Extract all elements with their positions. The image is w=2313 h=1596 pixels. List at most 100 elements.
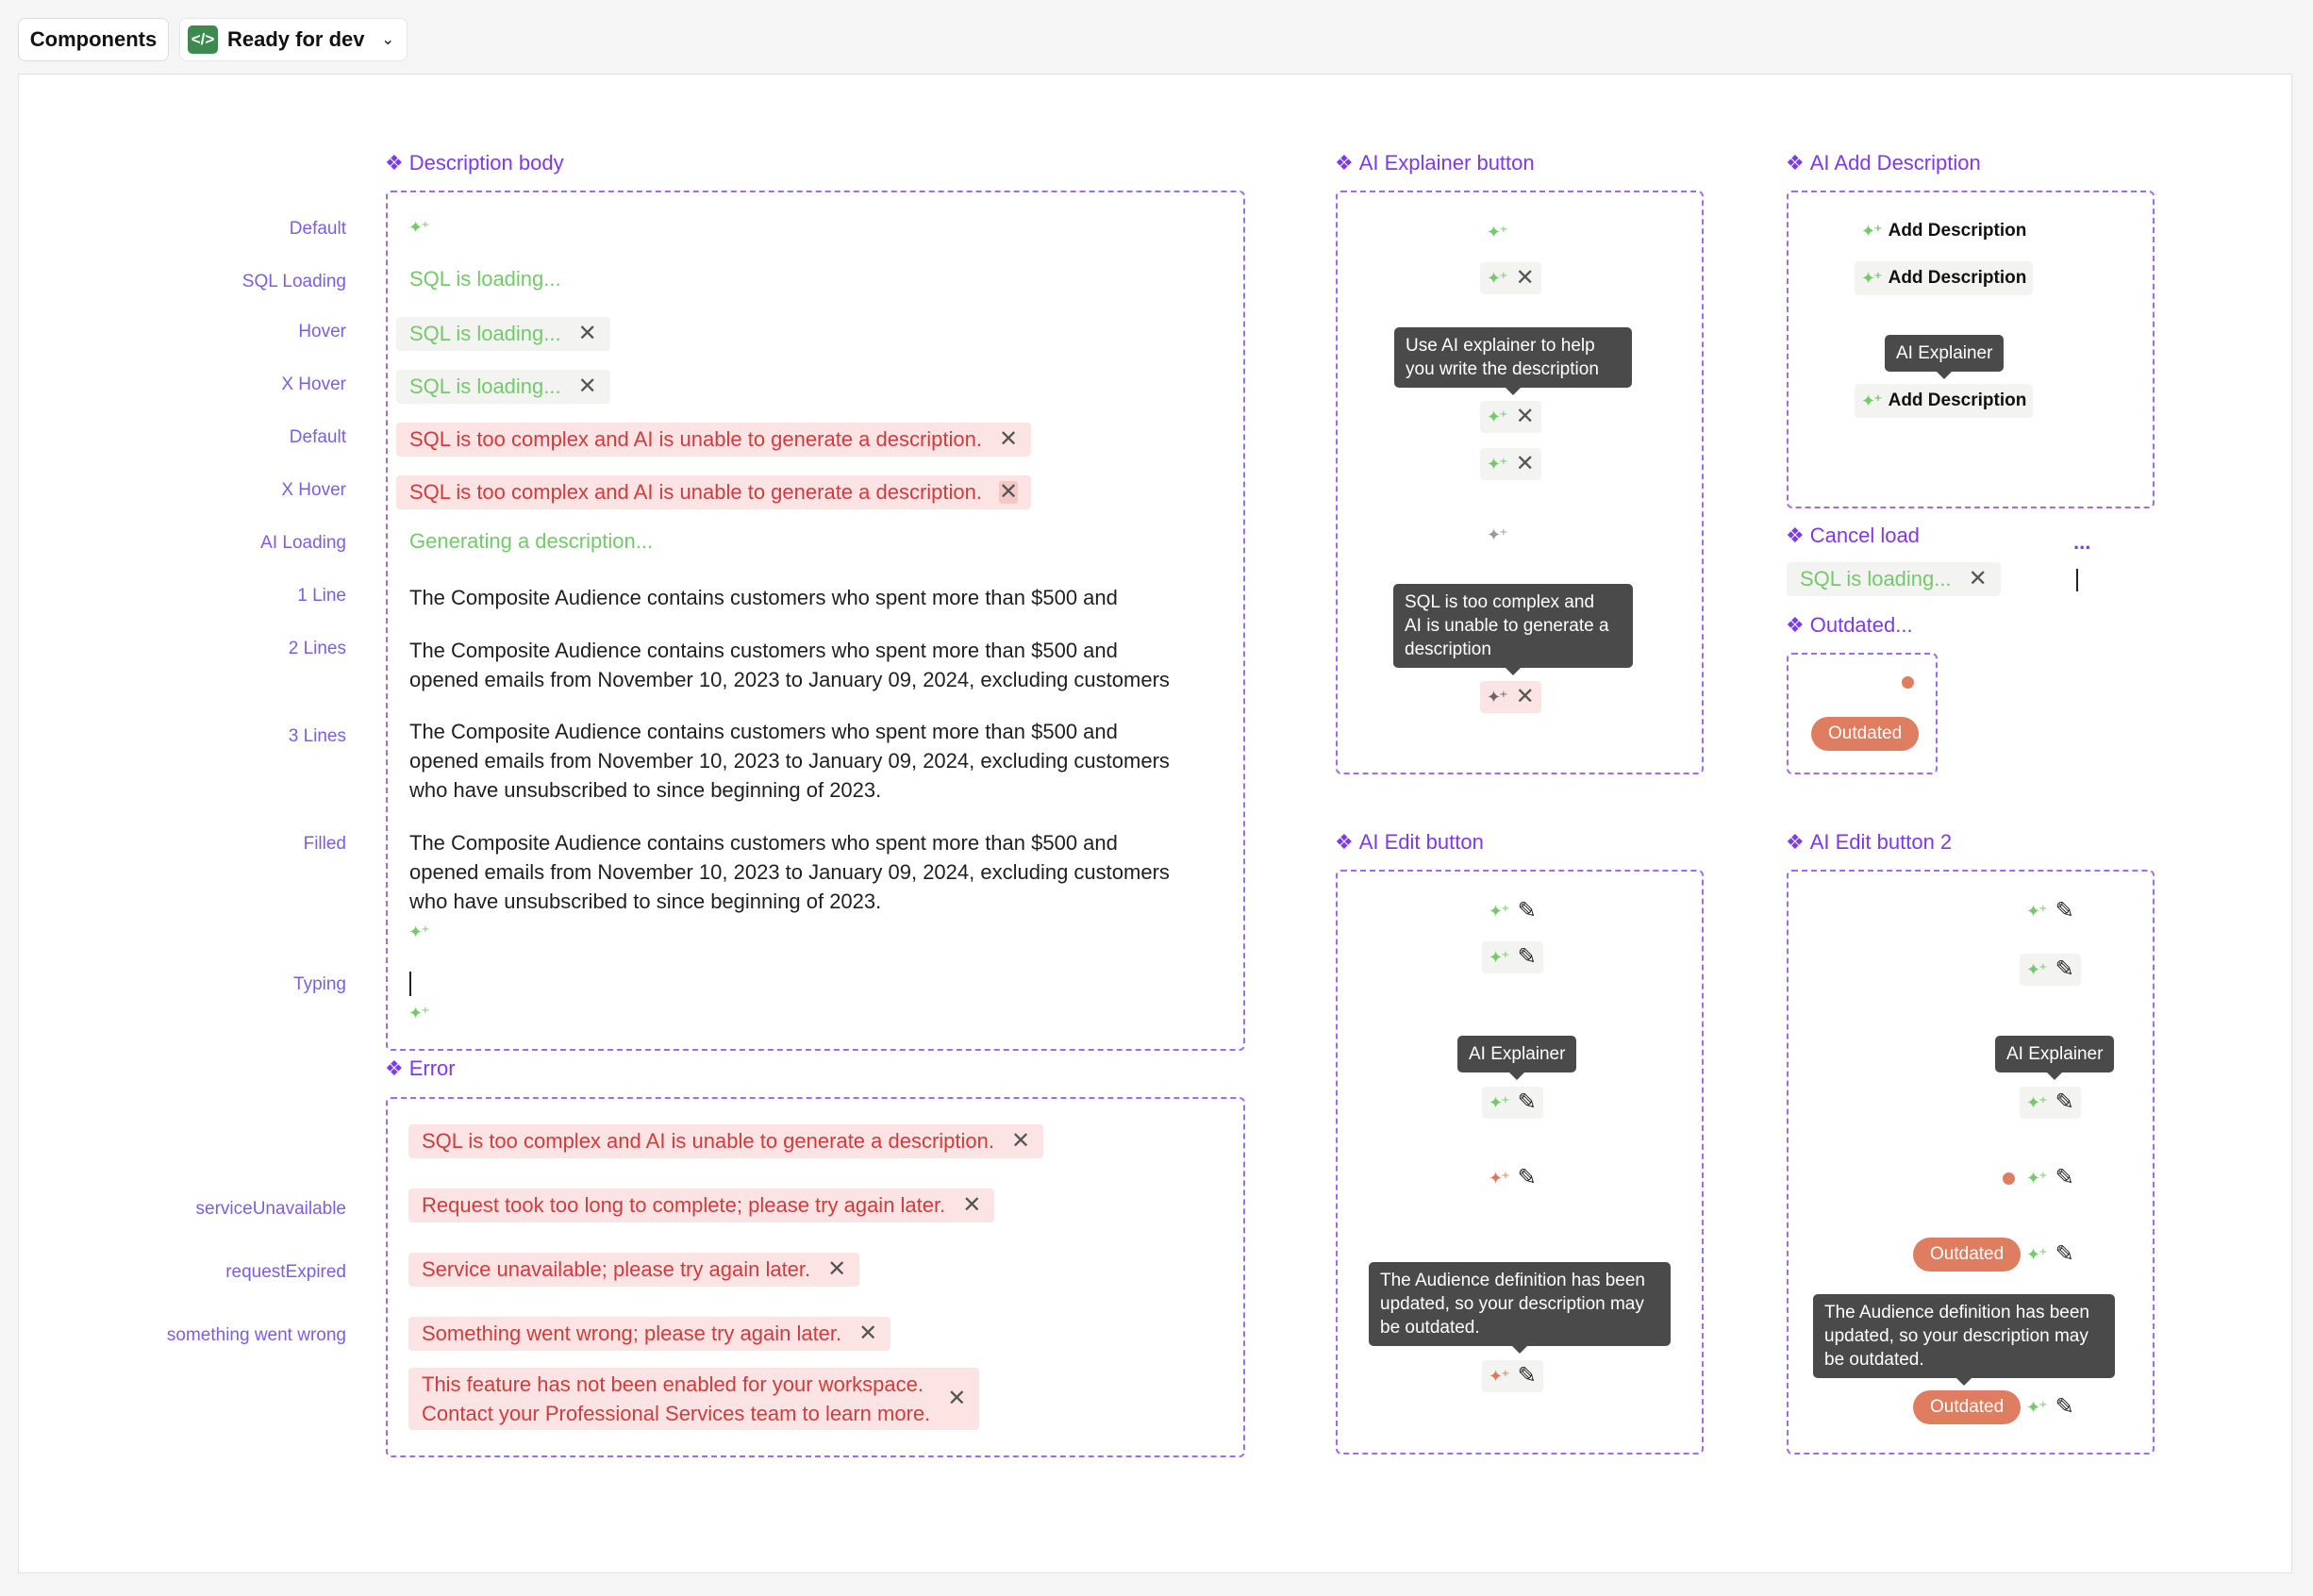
- close-icon[interactable]: ✕: [858, 1321, 878, 1346]
- cancel-load-pill[interactable]: SQL is loading... ✕: [1787, 562, 2001, 596]
- ai-edit-hover[interactable]: ✦⁺ ✎: [1482, 941, 1543, 973]
- pencil-icon[interactable]: ✎: [1517, 898, 1537, 923]
- ai-edit-outdated[interactable]: ✦⁺ ✎: [1482, 1162, 1543, 1194]
- ai-edit-outdated-tooltip-state[interactable]: ✦⁺ ✎: [1482, 1360, 1543, 1392]
- row-label-ai-loading: AI Loading: [260, 533, 346, 553]
- component-diamond-icon: ❖: [1786, 151, 1805, 175]
- row-label-1-line: 1 Line: [297, 586, 346, 606]
- ai-explainer-x-hover[interactable]: ✦⁺ ✕: [1480, 448, 1541, 480]
- sparkle-icon: ✦⁺: [1489, 1169, 1510, 1188]
- section-title-ai-explainer-button: ❖ AI Explainer button: [1335, 151, 1535, 175]
- section-title-ai-edit-button: ❖ AI Edit button: [1335, 830, 1484, 854]
- sparkle-icon: ✦⁺: [2026, 1398, 2048, 1417]
- component-diamond-icon: ❖: [1335, 830, 1354, 854]
- add-description-hover[interactable]: ✦⁺ Add Description: [1855, 261, 2034, 295]
- close-icon[interactable]: ✕: [1515, 451, 1535, 476]
- tooltip-explainer-help: Use AI explainer to help you write the d…: [1394, 327, 1632, 395]
- ai-sparkle-button-typing[interactable]: ✦⁺: [408, 1005, 430, 1022]
- row-label-sql-loading: SQL Loading: [241, 272, 346, 291]
- code-icon: </>: [188, 25, 218, 54]
- text-cursor: [409, 972, 411, 996]
- ai-sparkle-button[interactable]: ✦⁺: [408, 219, 430, 236]
- pencil-icon[interactable]: ✎: [2055, 1394, 2074, 1420]
- close-icon[interactable]: ✕: [1515, 404, 1535, 429]
- sql-complex-error-x-hover: SQL is too complex and AI is unable to g…: [396, 475, 1032, 509]
- description-3-lines: The Composite Audience contains customer…: [409, 720, 1170, 802]
- section-title-ai-add-description: ❖ AI Add Description: [1786, 151, 1981, 175]
- close-icon[interactable]: ✕: [999, 479, 1019, 505]
- pencil-icon[interactable]: ✎: [1517, 944, 1537, 970]
- close-icon[interactable]: ✕: [999, 426, 1019, 452]
- ai-edit-2-hover[interactable]: ✦⁺ ✎: [2020, 954, 2081, 986]
- close-icon[interactable]: ✕: [947, 1386, 967, 1411]
- pencil-icon[interactable]: ✎: [2055, 1165, 2074, 1190]
- description-filled: The Composite Audience contains customer…: [409, 831, 1170, 913]
- sql-loading-x-hover[interactable]: SQL is loading... ✕: [396, 370, 610, 404]
- sparkle-icon: ✦⁺: [2026, 960, 2048, 979]
- close-icon[interactable]: ✕: [1968, 566, 1988, 591]
- pencil-icon[interactable]: ✎: [1517, 1165, 1537, 1190]
- section-title-cancel-load: ❖ Cancel load: [1786, 524, 1920, 547]
- sparkle-icon: ✦⁺: [1487, 688, 1508, 707]
- sparkle-icon: ✦⁺: [1487, 269, 1508, 288]
- sparkle-icon: ✦⁺: [1489, 948, 1510, 967]
- ai-edit-tooltip-state[interactable]: ✦⁺ ✎: [1482, 1087, 1543, 1119]
- description-2-lines: The Composite Audience contains customer…: [409, 639, 1170, 691]
- tooltip-ai-explainer-add: AI Explainer: [1885, 335, 2005, 379]
- component-diamond-icon: ❖: [1786, 524, 1805, 547]
- close-icon[interactable]: ✕: [962, 1192, 982, 1218]
- ai-edit-default[interactable]: ✦⁺ ✎: [1482, 895, 1543, 927]
- row-label-x-hover: X Hover: [281, 374, 346, 394]
- pencil-icon[interactable]: ✎: [1517, 1089, 1537, 1115]
- component-diamond-icon: ❖: [1786, 830, 1805, 854]
- pencil-icon[interactable]: ✎: [2055, 898, 2074, 923]
- close-icon[interactable]: ✕: [1515, 265, 1535, 291]
- ai-edit-2-outdated-dot[interactable]: ✦⁺ ✎: [2020, 1162, 2081, 1194]
- component-diamond-icon: ❖: [385, 151, 404, 175]
- outdated-badge-hover[interactable]: Outdated: [1913, 1390, 2022, 1424]
- row-label-default: Default: [289, 219, 346, 239]
- add-description-default[interactable]: ✦⁺ Add Description: [1861, 221, 2027, 241]
- close-icon[interactable]: ✕: [577, 321, 597, 346]
- ai-edit-2-outdated-tooltip-state[interactable]: ✦⁺ ✎: [2020, 1391, 2081, 1423]
- ai-edit-2-outdated-badge[interactable]: ✦⁺ ✎: [2020, 1239, 2081, 1271]
- ai-explainer-default[interactable]: ✦⁺: [1480, 216, 1513, 248]
- ai-explainer-error[interactable]: ✦⁺ ✕: [1480, 681, 1541, 713]
- components-button[interactable]: Components: [18, 18, 169, 61]
- close-icon[interactable]: ✕: [577, 374, 597, 399]
- chevron-down-icon: ⌄: [381, 32, 394, 48]
- ai-explainer-frame: [1336, 191, 1704, 774]
- pencil-icon[interactable]: ✎: [2055, 1241, 2074, 1267]
- row-label-x-hover-error: X Hover: [281, 480, 346, 500]
- outdated-dot: [2003, 1172, 2015, 1185]
- close-icon[interactable]: ✕: [1515, 684, 1535, 709]
- ai-edit-2-default[interactable]: ✦⁺ ✎: [2020, 895, 2081, 927]
- sparkle-icon: ✦⁺: [1489, 902, 1510, 921]
- sparkle-icon: ✦⁺: [1487, 455, 1508, 474]
- pencil-icon[interactable]: ✎: [2055, 956, 2074, 982]
- error-went-wrong: Something went wrong; please try again l…: [408, 1317, 891, 1351]
- ai-explainer-hover[interactable]: ✦⁺ ✕: [1480, 262, 1541, 294]
- close-icon[interactable]: ✕: [827, 1256, 847, 1282]
- close-icon[interactable]: ✕: [1011, 1128, 1031, 1154]
- add-description-tooltip-state[interactable]: ✦⁺ Add Description: [1855, 384, 2034, 418]
- row-label-something-went-wrong: something went wrong: [166, 1325, 346, 1345]
- row-label-2-lines: 2 Lines: [288, 639, 346, 658]
- ellipsis-marker: ...: [2073, 530, 2091, 554]
- pencil-icon[interactable]: ✎: [1517, 1363, 1537, 1388]
- status-dropdown[interactable]: </> Ready for dev ⌄: [179, 18, 408, 61]
- ai-edit-2-tooltip-state[interactable]: ✦⁺ ✎: [2020, 1087, 2081, 1119]
- sparkle-icon: ✦⁺: [1489, 1367, 1510, 1386]
- ai-explainer-tooltip-state[interactable]: ✦⁺ ✕: [1480, 401, 1541, 433]
- row-label-default-error: Default: [289, 427, 346, 447]
- status-label: Ready for dev: [227, 27, 365, 51]
- row-label-filled: Filled: [303, 834, 346, 854]
- text-cursor: [2076, 569, 2078, 591]
- ai-explainer-disabled[interactable]: ✦⁺: [1480, 519, 1513, 551]
- ai-sparkle-button-filled[interactable]: ✦⁺: [408, 923, 430, 940]
- sql-loading-hover[interactable]: SQL is loading... ✕: [396, 317, 610, 351]
- error-frame: [386, 1097, 1245, 1457]
- pencil-icon[interactable]: ✎: [2055, 1089, 2074, 1115]
- tooltip-ai-explainer-edit-2: AI Explainer: [1995, 1036, 2115, 1080]
- error-not-enabled: This feature has not been enabled for yo…: [408, 1368, 980, 1430]
